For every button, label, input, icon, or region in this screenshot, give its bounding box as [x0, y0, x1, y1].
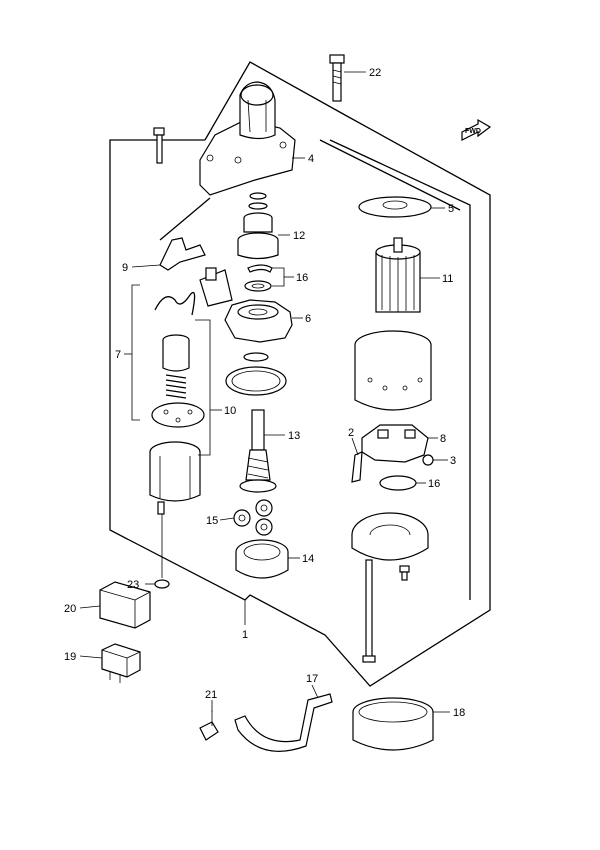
shift-lever-part-9	[159, 237, 206, 271]
solenoid-body	[149, 441, 201, 515]
small-bolt-solenoid	[153, 127, 165, 164]
planet-gears-part-15	[233, 499, 273, 536]
callout-1: 1	[242, 629, 248, 641]
callout-3: 3	[450, 455, 456, 467]
plunger-holder	[199, 267, 233, 307]
leader-16-upper	[272, 267, 285, 287]
band-part-18	[352, 697, 434, 751]
coil-spring	[165, 374, 187, 399]
solenoid-housing-part-4	[199, 81, 296, 196]
relay-part-19	[101, 643, 141, 683]
callout-16-upper: 16	[296, 272, 308, 284]
washer-part-5	[358, 196, 432, 218]
callout-23: 23	[127, 579, 139, 591]
through-bolt	[362, 559, 376, 663]
fwd-label: FWD	[465, 128, 481, 135]
return-spring-wire	[154, 291, 196, 316]
assembly-boundary	[109, 61, 491, 687]
callout-17: 17	[306, 673, 318, 685]
callout-10: 10	[224, 405, 236, 417]
boundary-inner-right-2	[329, 139, 471, 600]
callout-8: 8	[440, 433, 446, 445]
callout-19: 19	[64, 651, 76, 663]
gasket-ring	[225, 366, 287, 396]
callout-15: 15	[206, 515, 218, 527]
fwd-arrow-icon: FWD	[461, 118, 492, 141]
leader-9	[131, 264, 161, 268]
ring-gear-part-14	[235, 539, 289, 579]
leader-7-bracket	[131, 284, 140, 421]
shaft-part-13	[239, 409, 277, 493]
brush-holder-part-8	[361, 424, 429, 463]
callout-21: 21	[205, 689, 217, 701]
relay-block-part-20	[99, 581, 151, 629]
leader-20	[79, 605, 101, 609]
leader-17	[311, 684, 319, 699]
callout-2: 2	[348, 427, 354, 439]
callout-16-lower: 16	[428, 478, 440, 490]
nut-part-3	[422, 454, 434, 466]
leader-15	[219, 517, 235, 521]
bolt-part-22	[329, 54, 345, 102]
clip-part-16-upper	[244, 264, 273, 292]
callout-6: 6	[305, 313, 311, 325]
callout-18: 18	[453, 707, 465, 719]
callout-13: 13	[288, 430, 300, 442]
callout-5: 5	[448, 203, 454, 215]
leader-10-bracket	[195, 319, 211, 456]
armature-part-11	[375, 237, 421, 313]
callout-11: 11	[442, 273, 453, 285]
callout-20: 20	[64, 603, 76, 615]
end-cover	[351, 512, 429, 561]
boundary-inner-left	[159, 197, 211, 241]
yoke-housing	[354, 330, 432, 411]
callout-14: 14	[302, 553, 314, 565]
callout-4: 4	[308, 153, 314, 165]
plate-part-16-lower	[379, 475, 417, 491]
callout-22: 22	[369, 67, 381, 79]
callout-7: 7	[115, 349, 121, 361]
brush-lead-part-2	[351, 451, 363, 483]
boundary-inner-right	[319, 139, 461, 211]
callout-9: 9	[122, 262, 128, 274]
plunger-cylinder	[162, 334, 190, 372]
leader-2	[351, 437, 359, 456]
pinion-gear-part-12	[237, 192, 279, 260]
bolt-part-21	[199, 710, 219, 741]
bracket-part-17	[234, 693, 333, 752]
drive-cover-part-6	[224, 299, 293, 362]
solenoid-plate	[151, 402, 205, 428]
callout-12: 12	[293, 230, 305, 242]
nut-part-23	[154, 514, 170, 589]
leader-19	[79, 655, 103, 659]
small-bolt-end-cover	[399, 565, 410, 581]
